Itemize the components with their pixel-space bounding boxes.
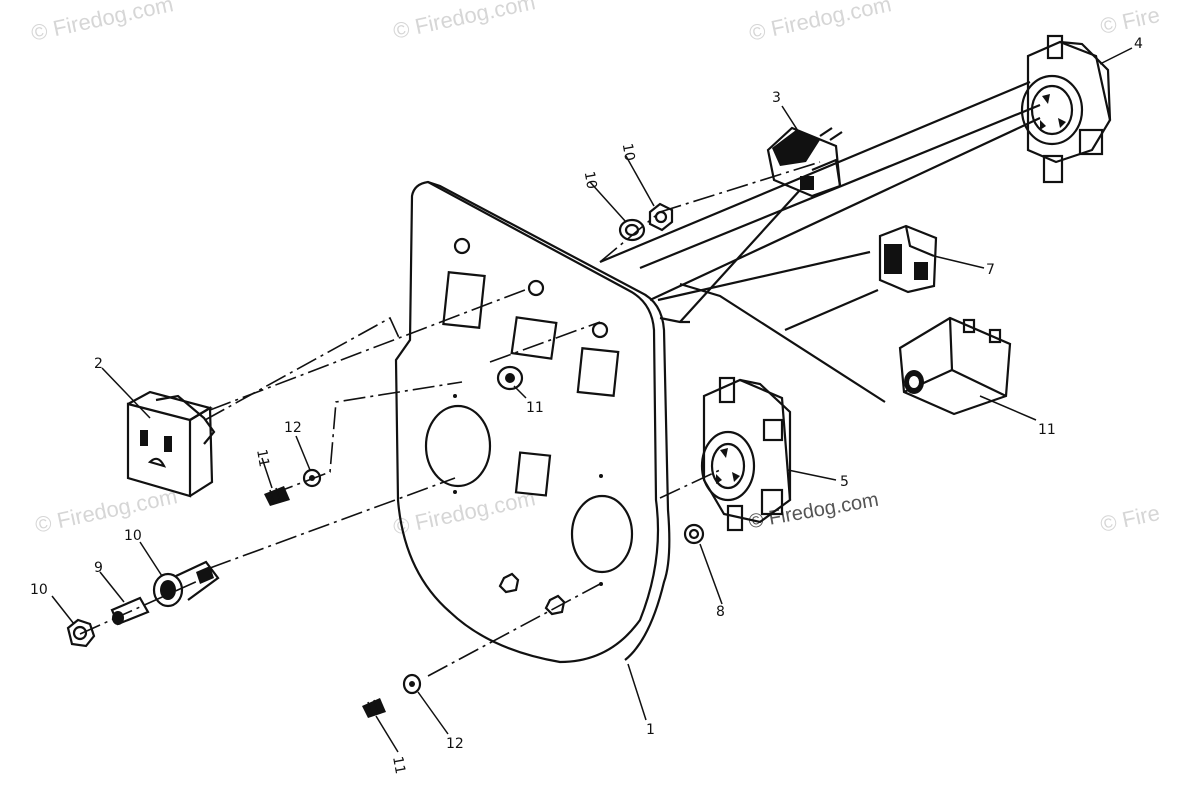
wiring-lines bbox=[599, 80, 1041, 403]
callout-10-fuse-cap: 10 bbox=[30, 582, 48, 598]
leader-lines bbox=[51, 47, 1133, 753]
washer-part-8 bbox=[683, 523, 705, 545]
rocker-switch bbox=[766, 126, 843, 198]
callout-2: 2 bbox=[94, 356, 103, 372]
screw-and-washer-left bbox=[264, 468, 322, 506]
callout-11-screw-left: 11 bbox=[253, 448, 272, 468]
callout-8: 8 bbox=[716, 604, 725, 620]
screw-and-washer-bottom bbox=[362, 673, 422, 718]
circuit-breaker bbox=[898, 316, 1012, 416]
callout-5: 5 bbox=[840, 474, 849, 490]
callout-11-breaker: 11 bbox=[1038, 422, 1056, 438]
callout-3: 3 bbox=[772, 90, 781, 106]
fuse-holder-assembly bbox=[66, 560, 220, 648]
callout-12-washer-bottom: 12 bbox=[446, 736, 464, 752]
callout-10-fuse-holder: 10 bbox=[124, 528, 142, 544]
twist-lock-receptacle-top bbox=[1020, 34, 1112, 184]
toggle-switch bbox=[878, 224, 938, 294]
control-panel-plate bbox=[394, 180, 671, 664]
duplex-outlet bbox=[126, 390, 216, 498]
washer-on-plate bbox=[496, 365, 524, 391]
callout-7: 7 bbox=[986, 262, 995, 278]
callout-12-washer-left: 12 bbox=[284, 420, 302, 436]
washer-and-nut-top bbox=[618, 202, 674, 242]
callout-10-nut: 10 bbox=[619, 142, 638, 162]
twist-lock-receptacle-center bbox=[700, 376, 792, 532]
callout-1: 1 bbox=[646, 722, 655, 738]
callout-10-washer: 10 bbox=[581, 170, 600, 190]
centerlines bbox=[79, 161, 821, 677]
callout-labels: 2 3 4 7 11 5 8 1 11 10 10 11 12 10 9 10 … bbox=[30, 36, 1143, 775]
callout-9: 9 bbox=[94, 560, 103, 576]
callout-11-screw-bottom: 11 bbox=[389, 755, 408, 775]
callout-4: 4 bbox=[1134, 36, 1143, 52]
callout-11-plate: 11 bbox=[526, 400, 544, 416]
